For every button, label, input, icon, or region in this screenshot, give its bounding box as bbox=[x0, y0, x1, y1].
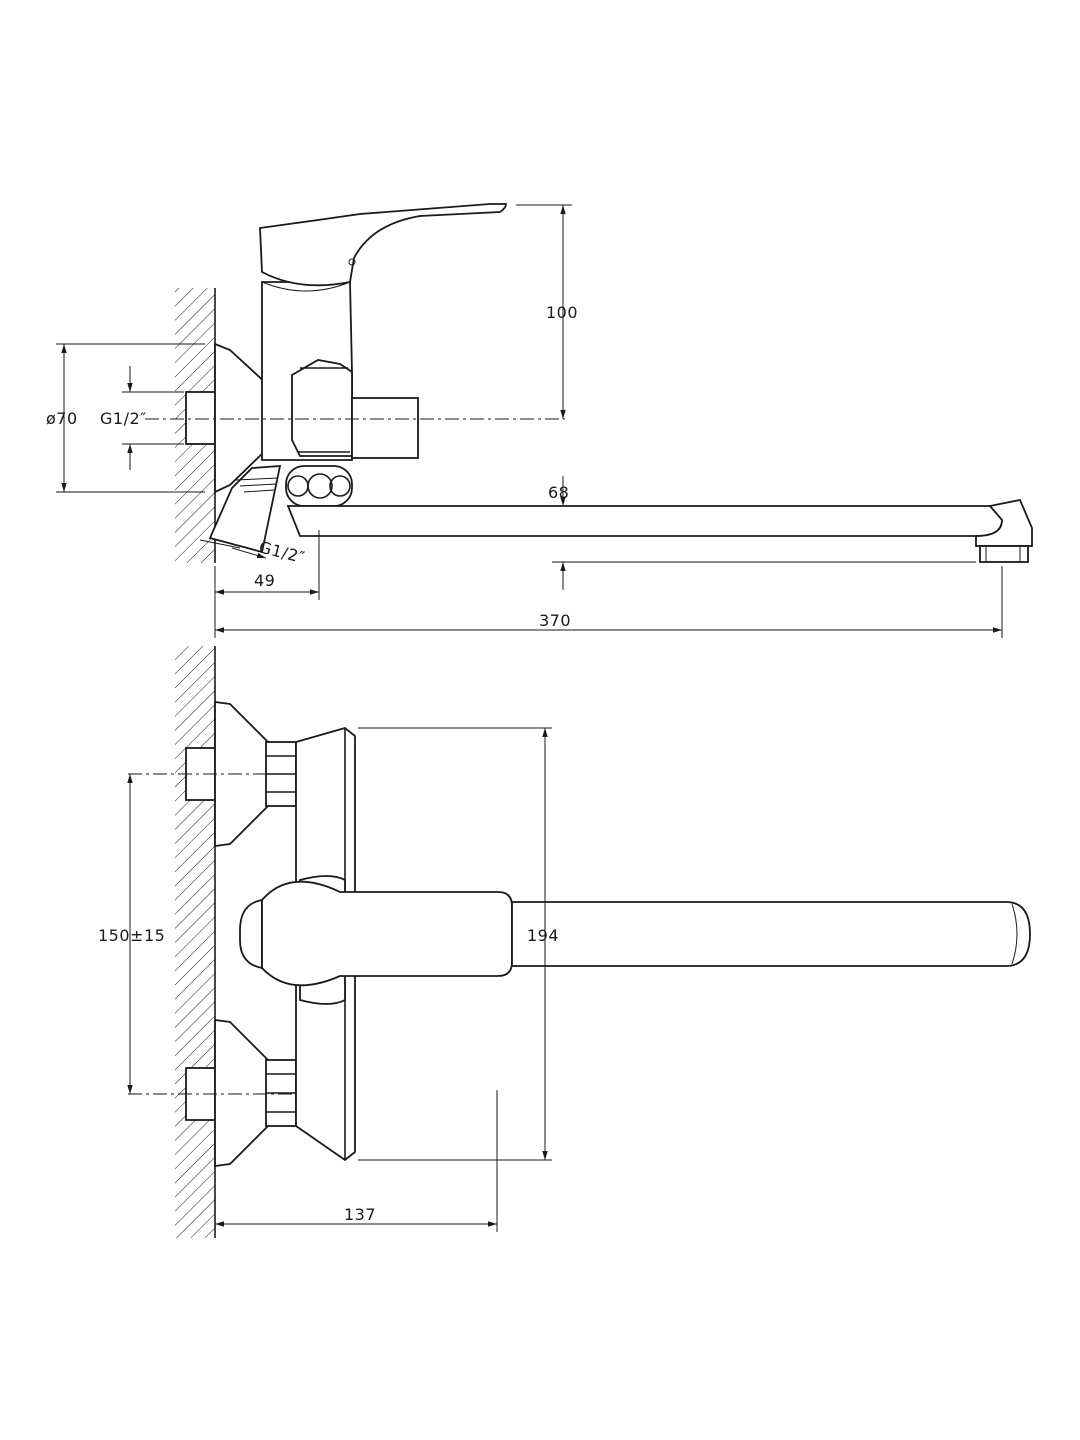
dim-depth-label: 137 bbox=[344, 1205, 376, 1224]
dim-spout-height: 68 bbox=[300, 476, 976, 590]
lever-handle bbox=[259, 203, 507, 287]
top-view: 150±15 194 137 bbox=[98, 646, 1031, 1238]
inlet-pipe-stub bbox=[185, 391, 216, 445]
dim-depth: 137 bbox=[214, 1090, 498, 1238]
dim-offset-label: 49 bbox=[254, 571, 275, 590]
dim-spout-length: 370 bbox=[214, 566, 1003, 638]
dim-inlet-thread: G1/2″ bbox=[100, 366, 184, 470]
dim-flange-diameter: ø70 bbox=[46, 343, 205, 493]
dim-body-width: 194 bbox=[358, 727, 559, 1161]
dim-inlet-thread-label: G1/2″ bbox=[100, 409, 147, 428]
dim-flange-diameter-label: ø70 bbox=[46, 409, 78, 428]
dim-height: 100 bbox=[516, 204, 578, 419]
dim-inlet-spacing-label: 150±15 bbox=[98, 926, 165, 945]
spout bbox=[286, 498, 1033, 563]
dim-spout-length-label: 370 bbox=[539, 611, 571, 630]
spout-plan bbox=[511, 901, 1031, 967]
wall-hatch-top bbox=[175, 646, 216, 1238]
shower-outlet bbox=[208, 465, 282, 554]
upper-inlet bbox=[128, 700, 325, 848]
dim-inlet-spacing: 150±15 bbox=[98, 774, 165, 1094]
lever-handle-plan bbox=[239, 875, 513, 1005]
dim-spout-height-label: 68 bbox=[548, 483, 569, 502]
side-view: 100 ø70 G1/2″ G1/2″ 6 bbox=[46, 203, 1033, 638]
spout-swivel bbox=[285, 465, 353, 507]
dim-height-label: 100 bbox=[546, 303, 578, 322]
valve-coupling bbox=[291, 359, 353, 457]
dim-outlet-thread-label: G1/2″ bbox=[257, 537, 307, 567]
dim-offset: 49 bbox=[214, 530, 320, 600]
dim-body-width-label: 194 bbox=[527, 926, 559, 945]
cartridge-cap bbox=[351, 397, 419, 459]
